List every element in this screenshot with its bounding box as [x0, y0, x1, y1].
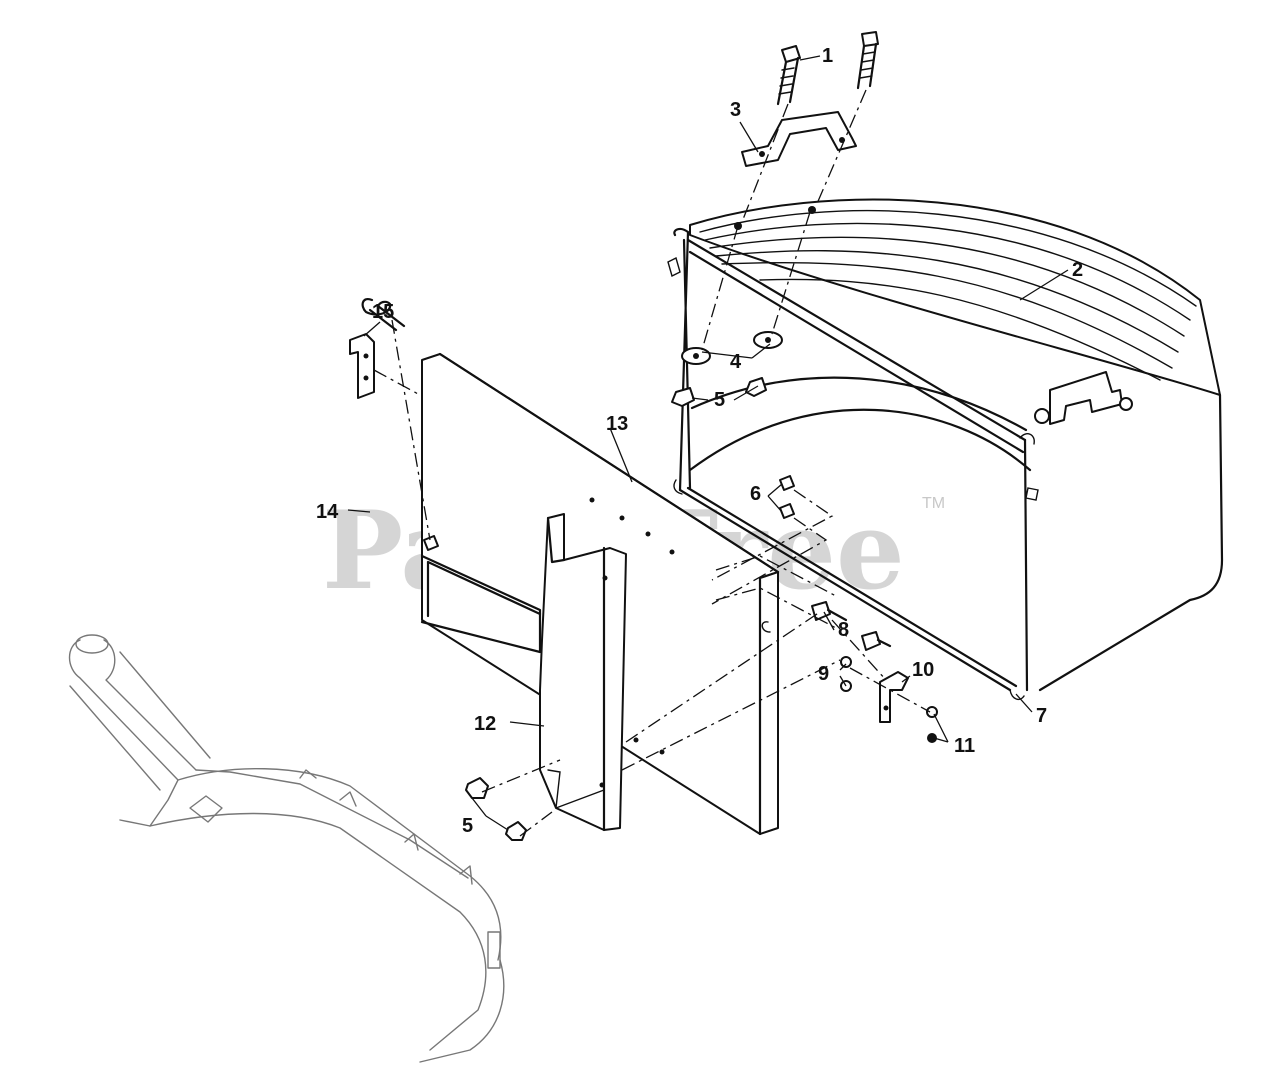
callout-2: 2 [1072, 259, 1083, 281]
callouts: 1 2 3 4 5 5 6 7 8 9 10 11 12 13 14 15 [316, 45, 1083, 837]
callout-10: 10 [912, 659, 934, 681]
leader-lines [347, 55, 1069, 831]
callout-14: 14 [316, 501, 339, 523]
top-bracket [741, 111, 857, 167]
bag-assembly [667, 198, 1224, 701]
callout-3: 3 [730, 99, 741, 121]
callout-12: 12 [474, 713, 496, 735]
fasteners [349, 298, 938, 743]
bolts [776, 31, 879, 106]
callout-8: 8 [838, 619, 849, 641]
deflector-plate [539, 513, 627, 832]
hood-ribs [699, 209, 1197, 381]
assembly-lines [373, 89, 931, 837]
callout-1: 1 [822, 45, 833, 67]
callout-6: 6 [750, 483, 761, 505]
callout-11: 11 [954, 735, 975, 757]
callout-9: 9 [818, 663, 829, 685]
mower-deck-outline [68, 634, 505, 1063]
callout-7: 7 [1036, 705, 1047, 727]
callout-5-upper: 5 [714, 389, 725, 411]
watermark-trademark: TM [922, 495, 945, 512]
callout-13: 13 [606, 413, 628, 435]
callout-15: 15 [372, 301, 394, 323]
callout-5-lower: 5 [462, 815, 473, 837]
callout-4: 4 [730, 351, 742, 373]
